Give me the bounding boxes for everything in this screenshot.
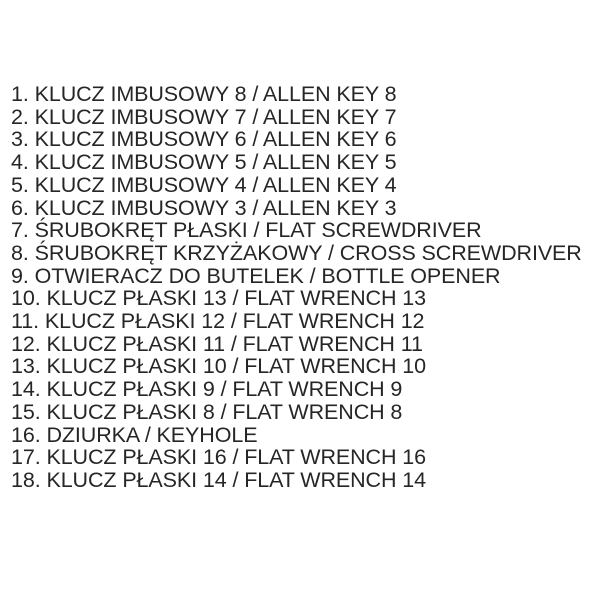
list-item: 13. KLUCZ PŁASKI 10 / FLAT WRENCH 10 [11, 354, 426, 379]
tool-list: 1. KLUCZ IMBUSOWY 8 / ALLEN KEY 8 2. KLU… [11, 83, 582, 492]
list-item: 14. KLUCZ PŁASKI 9 / FLAT WRENCH 9 [11, 377, 403, 402]
list-item: 5. KLUCZ IMBUSOWY 4 / ALLEN KEY 4 [11, 172, 397, 197]
list-item: 3. KLUCZ IMBUSOWY 6 / ALLEN KEY 6 [11, 127, 397, 152]
list-item: 15. KLUCZ PŁASKI 8 / FLAT WRENCH 8 [11, 399, 403, 424]
list-item: 16. DZIURKA / KEYHOLE [11, 422, 258, 447]
list-item: 1. KLUCZ IMBUSOWY 8 / ALLEN KEY 8 [11, 82, 397, 106]
list-item: 17. KLUCZ PŁASKI 16 / FLAT WRENCH 16 [11, 445, 426, 470]
list-item: 10. KLUCZ PŁASKI 13 / FLAT WRENCH 13 [11, 286, 426, 311]
list-item: 7. ŚRUBOKRĘT PŁASKI / FLAT SCREWDRIVER [11, 218, 482, 243]
list-item: 4. KLUCZ IMBUSOWY 5 / ALLEN KEY 5 [11, 150, 397, 175]
list-item: 12. KLUCZ PŁASKI 11 / FLAT WRENCH 11 [11, 331, 423, 356]
list-item: 11. KLUCZ PŁASKI 12 / FLAT WRENCH 12 [11, 309, 425, 334]
list-item: 9. OTWIERACZ DO BUTELEK / BOTTLE OPENER [11, 263, 501, 288]
list-item: 18. KLUCZ PŁASKI 14 / FLAT WRENCH 14 [11, 467, 426, 492]
list-item: 2. KLUCZ IMBUSOWY 7 / ALLEN KEY 7 [11, 104, 397, 129]
list-item: 6. KLUCZ IMBUSOWY 3 / ALLEN KEY 3 [11, 195, 397, 220]
list-item: 8. ŚRUBOKRĘT KRZYŻAKOWY / CROSS SCREWDRI… [11, 240, 582, 265]
